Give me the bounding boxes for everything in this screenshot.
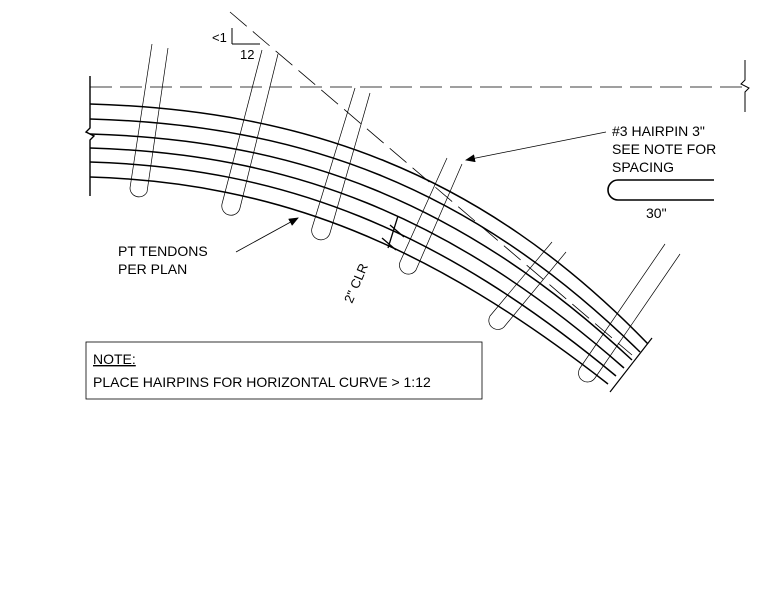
- hairpin-callout-line3: SPACING: [612, 159, 674, 175]
- hairpin-bar: [399, 157, 463, 275]
- hairpin-callout-line1: #3 HAIRPIN 3": [612, 123, 705, 139]
- hairpin-leader: [465, 131, 607, 163]
- pt-tendon: [89, 118, 641, 353]
- hairpin-length: 30": [646, 205, 667, 221]
- pt-tendon: [89, 161, 617, 377]
- pt-tendon: [89, 176, 609, 385]
- slope-symbol: <1 12: [212, 28, 260, 62]
- hairpin-callout-line2: SEE NOTE FOR: [612, 141, 716, 157]
- tendon-end-cut: [609, 337, 653, 393]
- hairpin-bar: [221, 49, 279, 216]
- break-line-right: [740, 60, 750, 112]
- pt-tendon: [89, 147, 625, 369]
- hairpin-shape-detail: [607, 179, 714, 201]
- slope-rise: <1: [212, 30, 227, 45]
- pt-tendon: [89, 103, 649, 345]
- pt-tendon: [89, 133, 633, 361]
- tendons-leader: [235, 217, 299, 253]
- note-title: NOTE:: [93, 351, 136, 367]
- hairpin-bar: [578, 243, 681, 383]
- note-box: NOTE: PLACE HAIRPINS FOR HORIZONTAL CURV…: [85, 341, 483, 400]
- clearance-dimension: [381, 215, 405, 251]
- tendons-label-line1: PT TENDONS: [118, 243, 208, 259]
- clearance-label: 2" CLR: [341, 261, 371, 305]
- hairpin-bar: [311, 87, 371, 241]
- reference-line-slope: [229, 11, 633, 356]
- pt-tendons: [89, 103, 649, 385]
- note-text: PLACE HAIRPINS FOR HORIZONTAL CURVE > 1:…: [93, 374, 431, 390]
- hairpin-bar: [488, 241, 567, 330]
- hairpin-bar: [129, 43, 169, 198]
- slab-edge-left: [84, 76, 96, 196]
- slope-run: 12: [240, 47, 254, 62]
- hairpin-bars: [129, 43, 681, 383]
- tendons-label-line2: PER PLAN: [118, 261, 187, 277]
